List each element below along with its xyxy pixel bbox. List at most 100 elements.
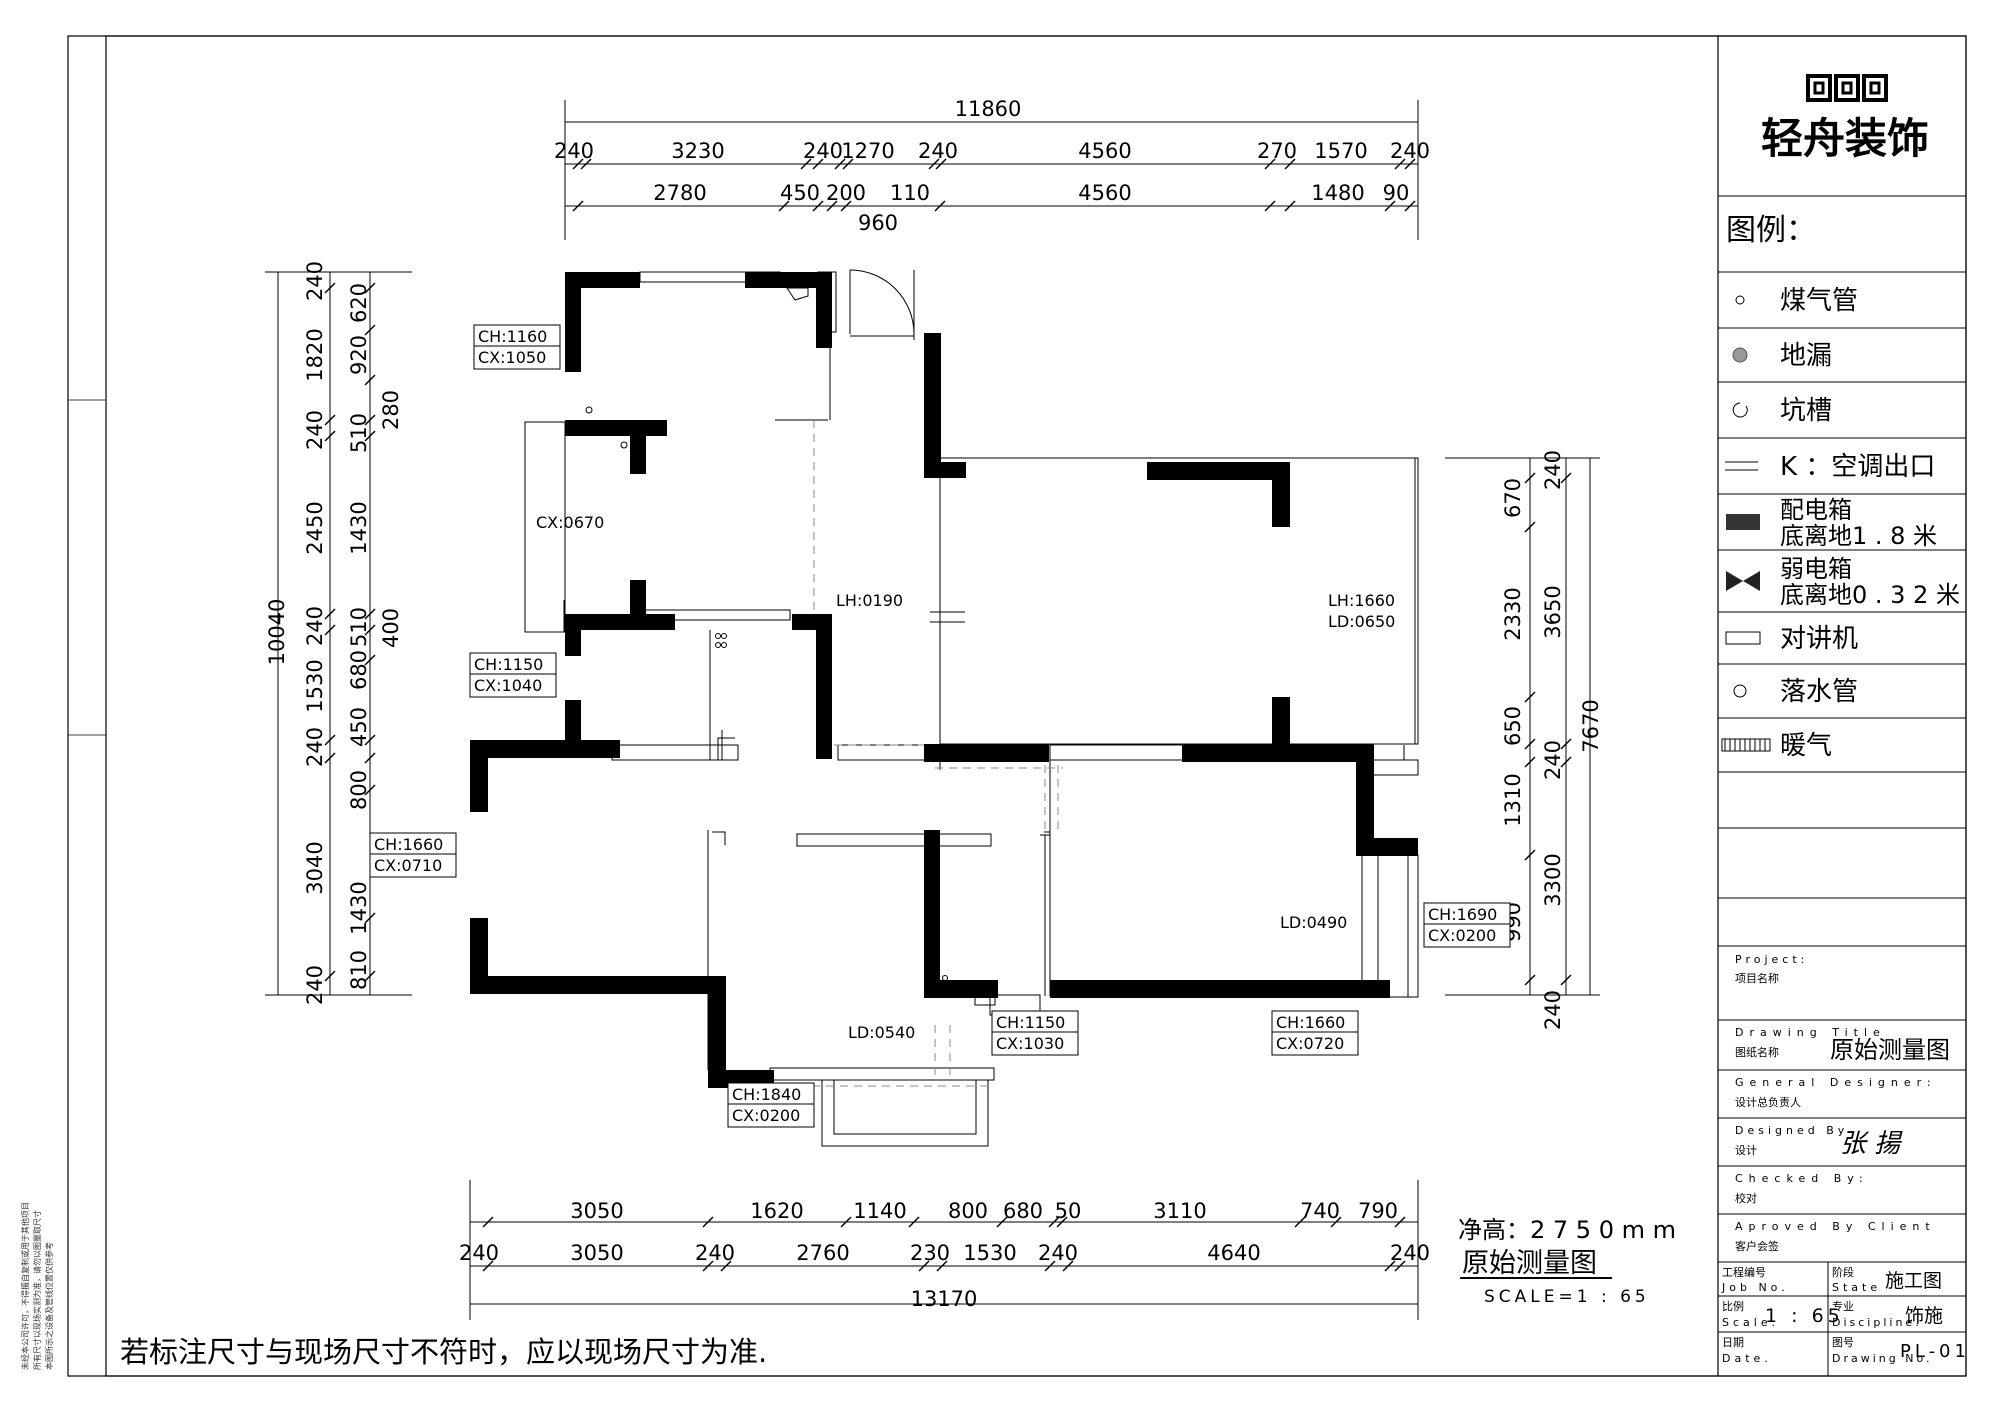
floor-drain-icon — [1732, 347, 1748, 363]
project-label-cn: 项目名称 — [1735, 971, 1779, 985]
legend-label: K ：空调出口 — [1780, 452, 1935, 482]
legend-label: 配电箱 — [1780, 496, 1852, 524]
legend-item: 煤气管 — [1735, 286, 1858, 316]
dimension-value: 920 — [347, 335, 371, 375]
dimension-value: 510 — [347, 607, 371, 647]
annotation-line: CX:0720 — [1276, 1034, 1344, 1053]
dimension-value: 4560 — [1078, 139, 1131, 163]
gas-pipe-icon — [721, 642, 727, 648]
dimension-value: 3050 — [570, 1199, 623, 1223]
entry-door — [849, 269, 915, 340]
dashed-openings — [770, 420, 1063, 1087]
dimension-value: 1310 — [1501, 773, 1525, 826]
sheet-frame — [67, 35, 1967, 1377]
dimension-value: 4640 — [1207, 1241, 1260, 1265]
thick-walls[interactable] — [470, 272, 1418, 1088]
approved-label-cn: 客户会签 — [1735, 1239, 1779, 1253]
annotation-line: CH:1150 — [474, 655, 543, 674]
dimension-value: 680 — [347, 650, 371, 690]
legend-item: 落水管 — [1733, 677, 1858, 707]
plan-scale: SCALE=1 : 65 — [1484, 1287, 1650, 1307]
dimension-value: 90 — [1383, 181, 1410, 205]
dimension-value: 230 — [910, 1241, 950, 1265]
dimension-value: 200 — [826, 181, 866, 205]
annotation-line: LD:0540 — [848, 1023, 915, 1042]
dimension-value: 1530 — [303, 659, 327, 712]
intercom-icon — [1725, 631, 1761, 645]
dimension-value: 3300 — [1541, 853, 1565, 906]
dimension-value: 1820 — [303, 328, 327, 381]
drawing-no-label-en: Drawing No. — [1832, 1352, 1933, 1365]
annotation-line: CX:0710 — [374, 856, 442, 875]
margin-notes: 未经本公司许可，不得擅自复制或用于其他项目 所有尺寸以现场实测为准，请勿以图量取… — [20, 1202, 54, 1370]
dimension-total: 7670 — [1579, 699, 1603, 752]
job-no-label-en: Job No. — [1721, 1281, 1789, 1294]
scale-value: 1 : 65 — [1765, 1305, 1844, 1327]
dimension-value: 740 — [1300, 1199, 1340, 1223]
dimension-total: 10040 — [265, 599, 289, 666]
annotation-line: CX:0200 — [732, 1106, 800, 1125]
discipline-label-cn: 专业 — [1832, 1299, 1854, 1313]
dimension-value: 450 — [347, 707, 371, 747]
stage-label-cn: 阶段 — [1832, 1265, 1854, 1279]
dimension-lines — [265, 100, 1600, 1320]
dimension-value: 1480 — [1311, 181, 1364, 205]
ac-outlet-icon — [1725, 461, 1758, 471]
checked-by-label-cn: 校对 — [1735, 1191, 1757, 1205]
legend-item: 坑槽 — [1732, 396, 1832, 426]
annotation-line: CX:0670 — [536, 513, 604, 532]
dimension-value: 650 — [1501, 706, 1525, 746]
gas-pipe-icon — [721, 633, 727, 639]
legend-label-sub: 底离地0 . 3 2 米 — [1780, 581, 1960, 609]
designer-signature: 张 揚 — [1840, 1129, 1903, 1159]
dimension-value: 3050 — [570, 1241, 623, 1265]
floor-drain-icon — [585, 406, 593, 414]
dimension-value: 810 — [347, 950, 371, 990]
annotation-cx-0670: CX:0670 — [536, 513, 604, 532]
dimension-value: 450 — [780, 181, 820, 205]
general-designer-label-en: General Designer: — [1735, 1076, 1937, 1089]
annotation-line: CX:1050 — [478, 348, 546, 367]
dimension-value: 400 — [379, 608, 403, 648]
annotation-line: CX:1030 — [996, 1034, 1064, 1053]
pit-icon — [1732, 402, 1748, 418]
company-name: 轻舟装饰 — [1761, 114, 1929, 163]
annotation-line: CH:1660 — [1276, 1013, 1345, 1032]
plan-fixtures — [585, 406, 953, 991]
annotation-line: LD:0650 — [1328, 612, 1395, 631]
dimension-value: 240 — [554, 139, 594, 163]
floor-drain-icon — [620, 441, 628, 449]
annotation-line: LH:0190 — [836, 591, 903, 610]
legend-item: K ：空调出口 — [1725, 452, 1935, 482]
weak-current-box-icon — [1726, 571, 1760, 591]
dimension-value: 3230 — [671, 139, 724, 163]
distribution-box-icon — [1726, 514, 1760, 530]
drawing-no-value: PL-01 — [1900, 1341, 1970, 1362]
legend-label: 落水管 — [1780, 677, 1858, 707]
dimension-value: 1140 — [853, 1199, 906, 1223]
dimension-value: 4560 — [1078, 181, 1131, 205]
legend-label: 弱电箱 — [1780, 555, 1852, 583]
date-label-en: Date. — [1722, 1352, 1772, 1365]
dimension-value: 50 — [1055, 1199, 1082, 1223]
legend-item: 对讲机 — [1725, 624, 1858, 654]
annotation-line: LH:1660 — [1328, 591, 1395, 610]
stage-label-en: State — [1832, 1281, 1881, 1294]
drawing-title-value: 原始测量图 — [1830, 1036, 1950, 1064]
dimension-total: 11860 — [955, 97, 1022, 121]
dimension-total: 13170 — [911, 1287, 978, 1311]
dimension-value: 790 — [1358, 1199, 1398, 1223]
legend-label: 坑槽 — [1780, 396, 1832, 426]
dimension-value: 240 — [1038, 1241, 1078, 1265]
dimension-value: 240 — [1390, 139, 1430, 163]
dimension-value: 240 — [303, 410, 327, 450]
